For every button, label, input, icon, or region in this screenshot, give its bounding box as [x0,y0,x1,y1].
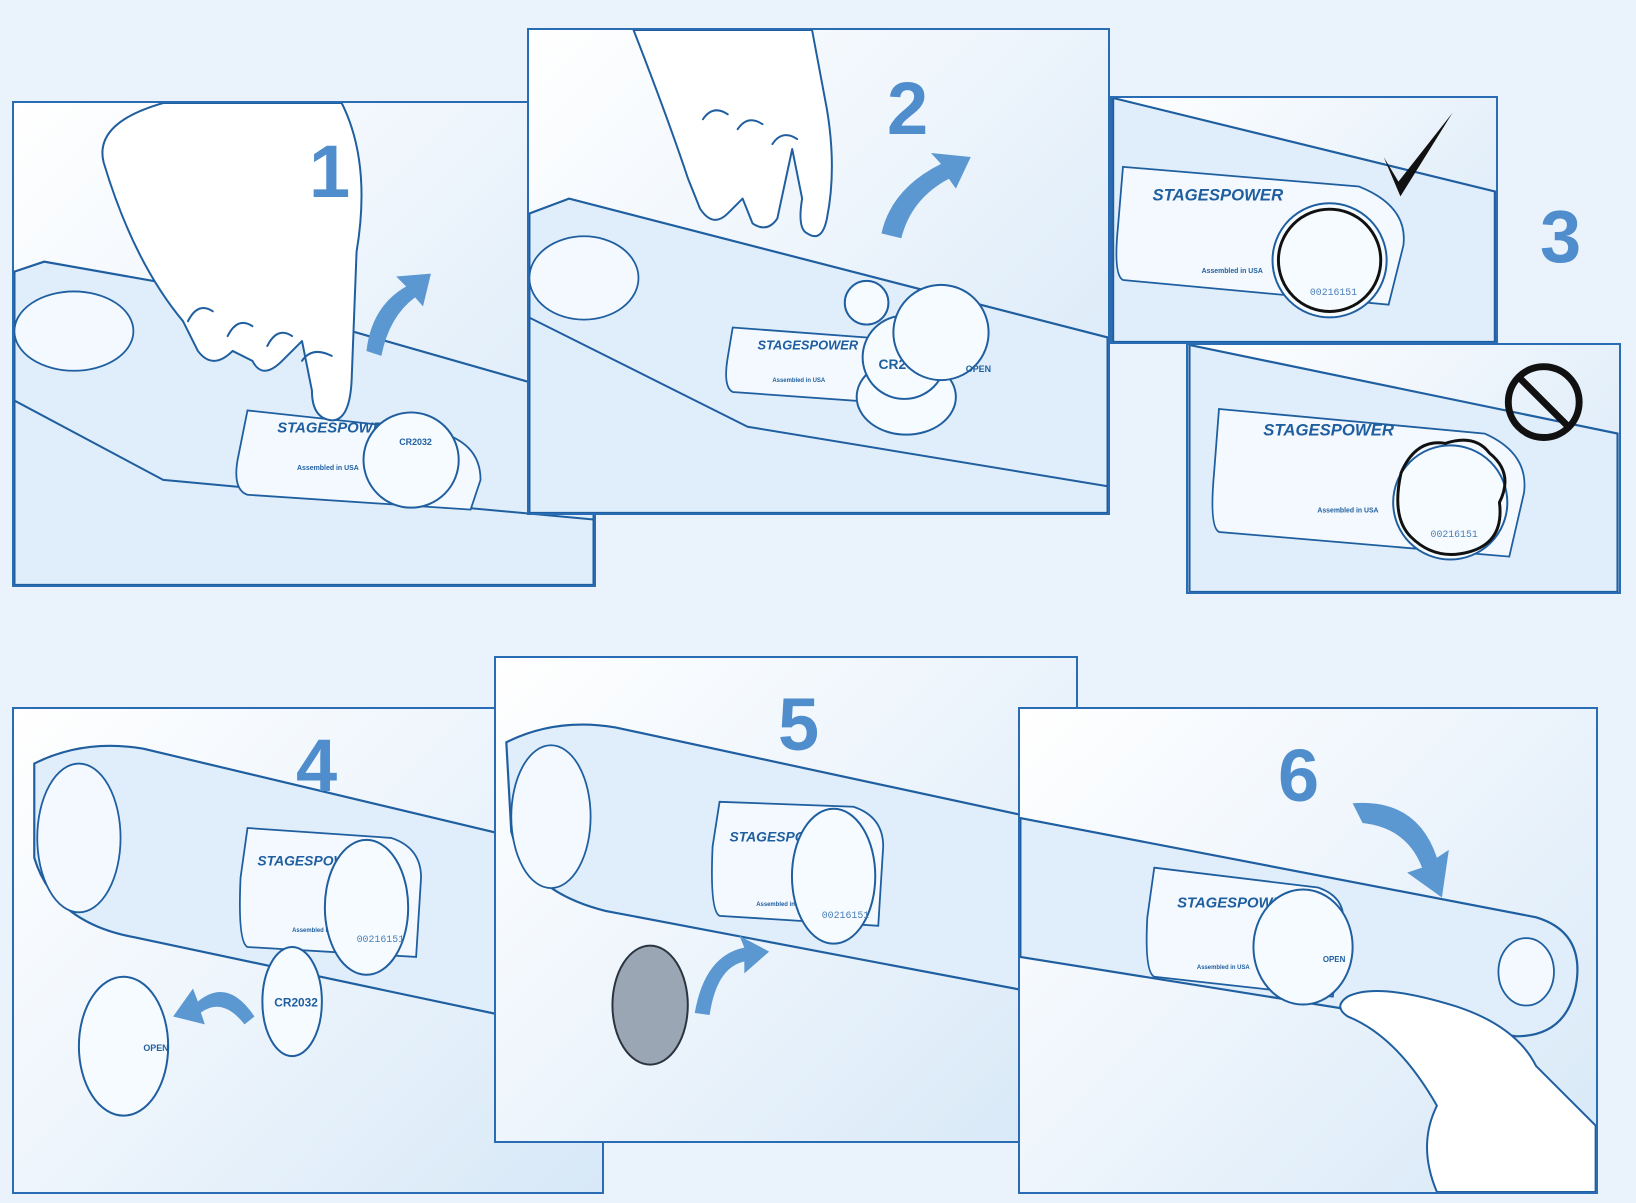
open-label: OPEN [966,364,991,374]
step-1-panel: STAGESPOWER Assembled in USA CR2032 1 [12,101,596,587]
step-number: 5 [778,683,820,766]
step-3-incorrect-panel: STAGESPOWER Assembled in USA 00216151 [1186,343,1621,594]
battery-cover [892,283,990,382]
assembled-label: Assembled in USA [1317,507,1378,514]
battery-cover [362,411,460,509]
assembled-label: Assembled in USA [297,465,359,472]
battery-socket [1392,444,1509,561]
brand-label: STAGESPOWER [1152,185,1283,204]
step-5-illustration: STAGESPOWER Assembled in USA 00216151 [505,723,1076,1066]
insert-arrow [694,935,770,1016]
open-label: OPEN [143,1043,168,1053]
step-number: 2 [887,67,929,150]
serial-label: 00216151 [1310,287,1357,298]
step-5-panel: STAGESPOWER Assembled in USA 00216151 5 [494,656,1078,1143]
step-6-illustration: STAGESPOWER Assembled in USA OPEN [1020,802,1596,1192]
serial-label: 00216151 [357,934,405,945]
hand [101,103,363,422]
tool-tip [843,279,890,326]
crank-bore [14,290,135,372]
step-1-illustration: STAGESPOWER Assembled in USA CR2032 [14,103,594,585]
lift-arrow [881,152,971,239]
battery-socket [323,838,410,976]
pedal-bore [1497,937,1555,1007]
step-6-panel: STAGESPOWER Assembled in USA OPEN 6 [1018,707,1598,1194]
battery-cover [611,944,689,1066]
crank-bore [36,762,122,914]
step-3-correct-panel: STAGESPOWER Assembled in USA 00216151 [1110,96,1498,344]
battery-socket [1271,202,1388,319]
finger [1339,990,1596,1192]
battery-socket [790,807,877,945]
battery-label: CR2032 [399,437,432,447]
assembled-label: Assembled in USA [1202,268,1263,275]
prohibited-icon [1504,363,1583,441]
battery-cover [77,975,170,1117]
brand-label: STAGESPOWER [758,337,859,352]
step-2-panel: STAGESPOWER Assembled in USA CR2032 OPEN… [527,28,1110,515]
battery-cover [1252,888,1354,1006]
step-3-number: 3 [1540,195,1582,278]
step-3-correct-illustration: STAGESPOWER Assembled in USA 00216151 [1112,98,1496,342]
o-ring-misaligned [1396,438,1507,556]
step-4-panel: STAGESPOWER Assembled in USA 00216151 OP… [12,707,604,1194]
serial-label: 00216151 [822,910,870,921]
hand [632,30,833,238]
crank-bore [510,744,592,889]
assembled-label: Assembled in USA [1197,965,1251,971]
step-number: 6 [1278,734,1320,817]
rotate-arrow [1352,802,1449,898]
step-4-illustration: STAGESPOWER Assembled in USA 00216151 OP… [33,744,602,1117]
assembled-label: Assembled in USA [772,378,826,384]
remove-arrow [173,988,255,1025]
assembled-label: Assembled in USA [756,902,810,908]
step-3-incorrect-illustration: STAGESPOWER Assembled in USA 00216151 [1188,345,1619,592]
crank-bore [529,235,640,321]
assembled-label: Assembled in USA [292,928,346,934]
step-number: 1 [309,130,351,213]
lift-arrow [366,273,431,356]
step-2-illustration: STAGESPOWER Assembled in USA CR2032 OPEN [529,30,1108,513]
step-number: 4 [296,724,338,807]
o-ring-seated [1276,207,1383,313]
serial-label: 00216151 [1431,529,1478,540]
open-label: OPEN [1323,955,1346,964]
battery-coin [261,946,323,1058]
brand-label: STAGESPOWER [1263,421,1394,440]
battery-label: CR2032 [274,996,318,1010]
